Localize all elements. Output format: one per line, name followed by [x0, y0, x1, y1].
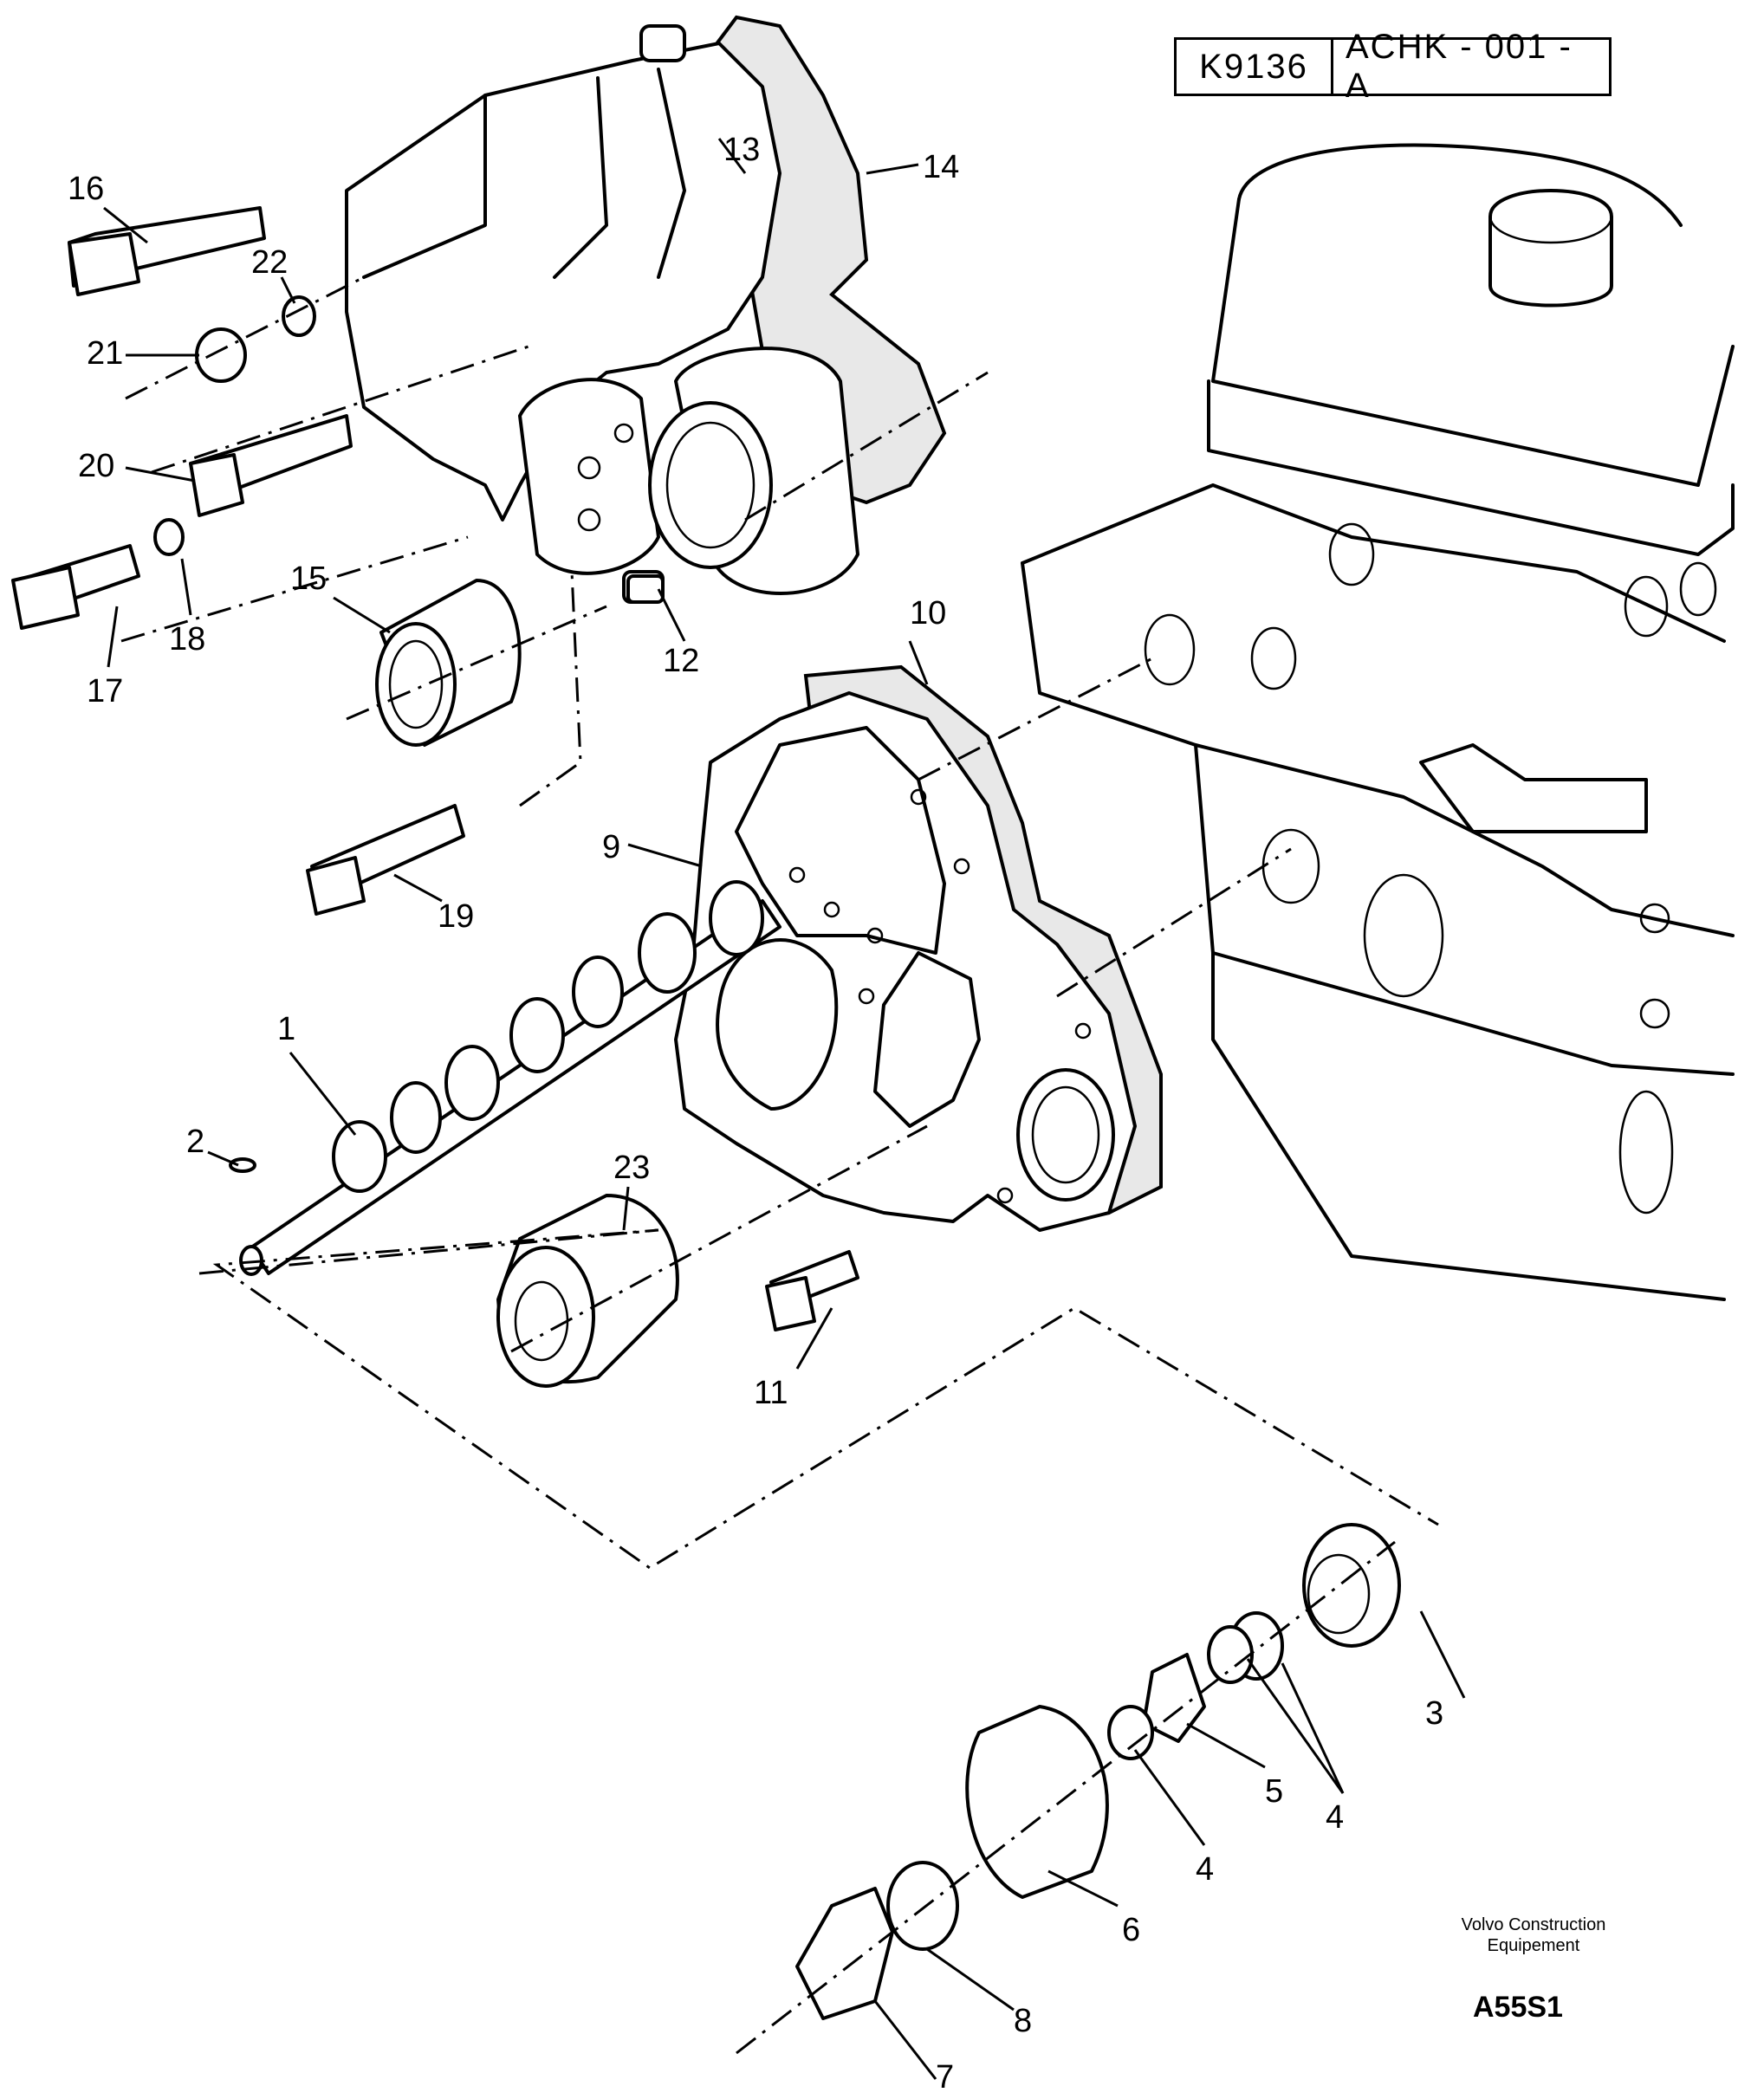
engine-block — [1021, 143, 1735, 1301]
leader-lines — [103, 138, 1466, 2080]
pump-housing — [345, 15, 947, 604]
bushing — [375, 579, 522, 747]
callout-11: 11 — [754, 1375, 788, 1411]
callout-1: 1 — [277, 1011, 295, 1047]
callout-19: 19 — [438, 898, 474, 935]
callout-5: 5 — [1265, 1773, 1283, 1810]
drawing-reference-box: K9136 ACHK - 001 - A — [1174, 28, 1612, 105]
callout-9: 9 — [602, 829, 620, 865]
bolt-11 — [765, 1250, 859, 1331]
dowel-12 — [626, 574, 665, 604]
bolt-20 — [189, 414, 353, 517]
brand-label: Volvo Construction Equipement — [1421, 1914, 1646, 1956]
idler-hub — [1302, 1523, 1401, 1648]
washer-18 — [153, 518, 185, 556]
callout-4b: 4 — [1196, 1851, 1214, 1888]
callout-17: 17 — [87, 673, 123, 709]
callout-18: 18 — [169, 621, 205, 658]
spacer — [1107, 1705, 1154, 1760]
plate-washer — [886, 1861, 959, 1951]
drawing-number: K9136 — [1177, 40, 1333, 94]
idler-gear — [965, 1705, 1109, 1899]
callout-13: 13 — [723, 132, 760, 168]
camshaft — [239, 880, 781, 1276]
bolt-17 — [11, 544, 140, 630]
callout-15: 15 — [290, 560, 327, 597]
woodruff-key — [229, 1157, 256, 1173]
group-code: ACHK - 001 - A — [1346, 28, 1573, 105]
callout-21: 21 — [87, 335, 123, 372]
assembly-lines — [120, 275, 1439, 2055]
callout-2: 2 — [186, 1124, 204, 1160]
callout-20: 20 — [78, 448, 114, 484]
bolt-19 — [306, 804, 465, 916]
callout-6: 6 — [1122, 1912, 1140, 1948]
timing-cover — [674, 664, 1163, 1232]
callout-4: 4 — [1326, 1799, 1344, 1836]
callout-8: 8 — [1014, 2003, 1032, 2039]
callout-22: 22 — [251, 244, 288, 281]
brand-line-1: Volvo Construction — [1461, 1915, 1606, 1934]
brand-line-2: Equipement — [1487, 1936, 1580, 1955]
bolt-16 — [68, 206, 266, 296]
callout-7: 7 — [936, 2059, 954, 2096]
idler-shaft — [795, 1887, 894, 2020]
callout-10: 10 — [910, 595, 946, 632]
callout-3: 3 — [1425, 1695, 1443, 1732]
callout-12: 12 — [663, 643, 699, 679]
callout-23: 23 — [613, 1150, 650, 1186]
callout-labels: 1 2 3 4 4 5 6 7 8 9 10 11 12 13 14 15 16… — [68, 132, 1443, 2096]
nut-21 — [195, 327, 247, 383]
thrust-washer-2 — [1207, 1625, 1254, 1684]
camshaft-gear — [496, 1194, 679, 1388]
diagram-code: A55S1 — [1473, 1991, 1563, 2024]
callout-14: 14 — [923, 149, 959, 185]
callout-16: 16 — [68, 171, 104, 207]
